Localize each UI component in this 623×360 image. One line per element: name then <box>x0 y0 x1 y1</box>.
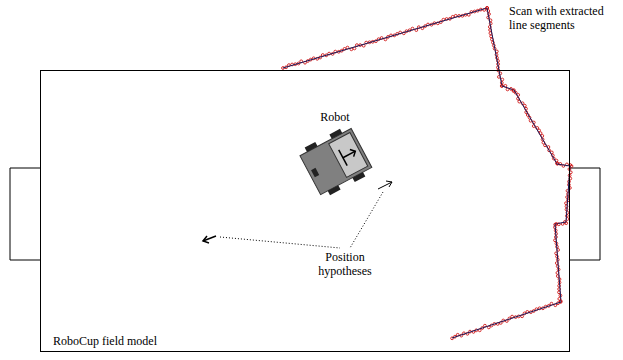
robot-figure <box>298 124 375 199</box>
leader-line <box>350 192 383 248</box>
field-outline: RoboCup field model <box>40 70 570 352</box>
field-label: RoboCup field model <box>53 334 157 348</box>
hypotheses-label: Position hypotheses <box>313 250 377 279</box>
laser-scan <box>282 7 573 340</box>
leader-line <box>220 237 340 248</box>
left-goal-area <box>10 168 40 260</box>
hypothesis-arrow <box>378 182 392 189</box>
right-goal-area <box>570 168 600 260</box>
scan-label: Scan with extracted line segments <box>509 4 619 33</box>
robot-label: Robot <box>310 110 360 124</box>
